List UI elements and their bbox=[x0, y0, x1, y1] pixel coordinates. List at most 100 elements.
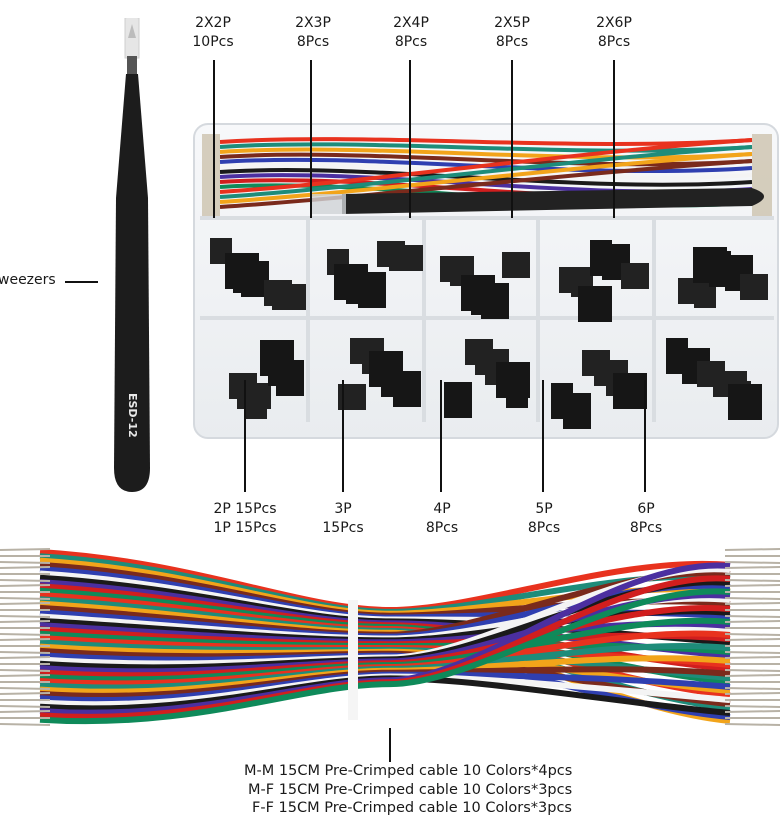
crimp-pin bbox=[724, 674, 780, 677]
top-label-qty: 8Pcs bbox=[597, 34, 631, 50]
connector-housing bbox=[728, 384, 762, 420]
crimp-pin bbox=[724, 651, 780, 654]
crimp-pin bbox=[724, 597, 780, 600]
top-label-name: 2X4P bbox=[393, 15, 429, 31]
bottom-label-name: 4P bbox=[433, 501, 451, 517]
crimp-pin bbox=[724, 579, 780, 582]
leader-line-2x4p bbox=[409, 60, 411, 218]
connector-housing bbox=[666, 338, 688, 374]
connector-housing bbox=[496, 362, 530, 398]
top-label-name: 2X6P bbox=[596, 15, 632, 31]
wire bbox=[219, 145, 753, 199]
connector-housing bbox=[444, 382, 472, 418]
bottom-label-6p: 6P 8Pcs bbox=[626, 500, 666, 538]
crimp-pin bbox=[0, 710, 51, 713]
connector-housing bbox=[582, 350, 610, 376]
wire bbox=[219, 152, 753, 167]
cable-leader-line bbox=[389, 728, 391, 762]
crimp-pin bbox=[724, 584, 780, 587]
wire bbox=[219, 138, 753, 194]
connector-housings bbox=[210, 238, 768, 429]
connector-housing bbox=[369, 351, 403, 387]
bottom-label-name: 3P bbox=[334, 501, 352, 517]
connector-housing bbox=[260, 340, 294, 376]
connector-storage-box bbox=[193, 123, 779, 439]
crimp-pin bbox=[0, 674, 51, 677]
crimp-pin bbox=[0, 638, 51, 641]
crimp-pin bbox=[724, 687, 780, 690]
crimp-pin bbox=[0, 615, 51, 618]
tweezers-leader-line bbox=[65, 281, 98, 283]
crimp-pin bbox=[724, 615, 780, 618]
crimp-pin bbox=[0, 561, 51, 564]
connector-housing bbox=[334, 264, 368, 300]
bottom-label-qty: 15Pcs bbox=[322, 520, 364, 536]
connector-housing bbox=[465, 339, 493, 365]
crimp-pin bbox=[0, 656, 51, 659]
bottom-label-2p-1p: 2P 15Pcs 1P 15Pcs bbox=[212, 500, 278, 538]
crimp-pin bbox=[0, 584, 51, 587]
connector-housing bbox=[613, 373, 647, 409]
cable-caption-mf: M-F 15CM Pre-Crimped cable 10 Colors*3pc… bbox=[248, 782, 573, 798]
connector-housing bbox=[377, 241, 405, 267]
tweezers-image: ESD-12 bbox=[114, 18, 150, 492]
crimp-pin bbox=[724, 620, 780, 623]
crimp-pin bbox=[724, 638, 780, 641]
crimp-pin bbox=[0, 548, 51, 551]
cable-caption-mm: M-M 15CM Pre-Crimped cable 10 Colors*4pc… bbox=[244, 763, 573, 779]
connector-housing bbox=[264, 280, 292, 306]
connector-housing bbox=[551, 383, 573, 419]
bottom-label-name: 2P 15Pcs bbox=[213, 501, 277, 517]
bottom-label-name: 5P bbox=[535, 501, 553, 517]
leader-line-5p bbox=[542, 380, 544, 492]
leader-line-2x3p bbox=[310, 60, 312, 218]
cable-caption-ff: F-F 15CM Pre-Crimped cable 10 Colors*3pc… bbox=[252, 800, 572, 816]
top-label-2x6p: 2X6P 8Pcs bbox=[596, 14, 632, 52]
crimp-pin bbox=[724, 561, 780, 564]
connector-housing bbox=[502, 252, 530, 278]
leader-line-6p bbox=[644, 380, 646, 492]
esd-marking: ESD-12 bbox=[126, 393, 139, 438]
crimp-pin bbox=[0, 633, 51, 636]
connector-housing bbox=[225, 253, 259, 289]
bottom-label-qty: 8Pcs bbox=[527, 520, 561, 536]
jumper-wire bbox=[39, 588, 731, 725]
leader-line-2x2p bbox=[213, 60, 215, 218]
crimp-pin bbox=[0, 620, 51, 623]
top-label-qty: 8Pcs bbox=[394, 34, 428, 50]
connector-housing bbox=[461, 275, 495, 311]
connector-housing bbox=[693, 247, 727, 283]
bottom-label-4p: 4P 8Pcs bbox=[422, 500, 462, 538]
crimp-pin bbox=[0, 705, 51, 708]
connector-housing bbox=[578, 286, 612, 322]
crimp-pin bbox=[724, 656, 780, 659]
crimp-pin bbox=[724, 633, 780, 636]
crimp-pin bbox=[724, 602, 780, 605]
bottom-label-3p: 3P 15Pcs bbox=[320, 500, 366, 538]
top-label-qty: 8Pcs bbox=[495, 34, 529, 50]
top-label-name: 2X5P bbox=[494, 15, 530, 31]
top-label-qty: 8Pcs bbox=[296, 34, 330, 50]
top-label-2x4p: 2X4P 8Pcs bbox=[393, 14, 429, 52]
connector-housing bbox=[697, 361, 725, 387]
crimp-pin bbox=[724, 566, 780, 569]
crimp-pin bbox=[0, 692, 51, 695]
wire bbox=[219, 137, 753, 146]
top-label-name: 2X2P bbox=[195, 15, 231, 31]
crimp-pin bbox=[724, 723, 780, 726]
crimp-pin bbox=[724, 710, 780, 713]
connector-housing bbox=[740, 274, 768, 300]
connector-housing bbox=[229, 373, 257, 399]
crimp-pin bbox=[0, 602, 51, 605]
bottom-label-qty: 8Pcs bbox=[425, 520, 459, 536]
crimp-pin bbox=[724, 548, 780, 551]
wire bbox=[219, 142, 753, 153]
leader-line-4p bbox=[440, 380, 442, 492]
crimp-pin bbox=[0, 723, 51, 726]
crimp-pin bbox=[0, 566, 51, 569]
leader-line-2x6p bbox=[613, 60, 615, 218]
crimp-terminals bbox=[202, 134, 220, 216]
bottom-label-qty: 1P 15Pcs bbox=[213, 520, 277, 536]
crimp-pin bbox=[0, 579, 51, 582]
crimp-pin bbox=[724, 705, 780, 708]
